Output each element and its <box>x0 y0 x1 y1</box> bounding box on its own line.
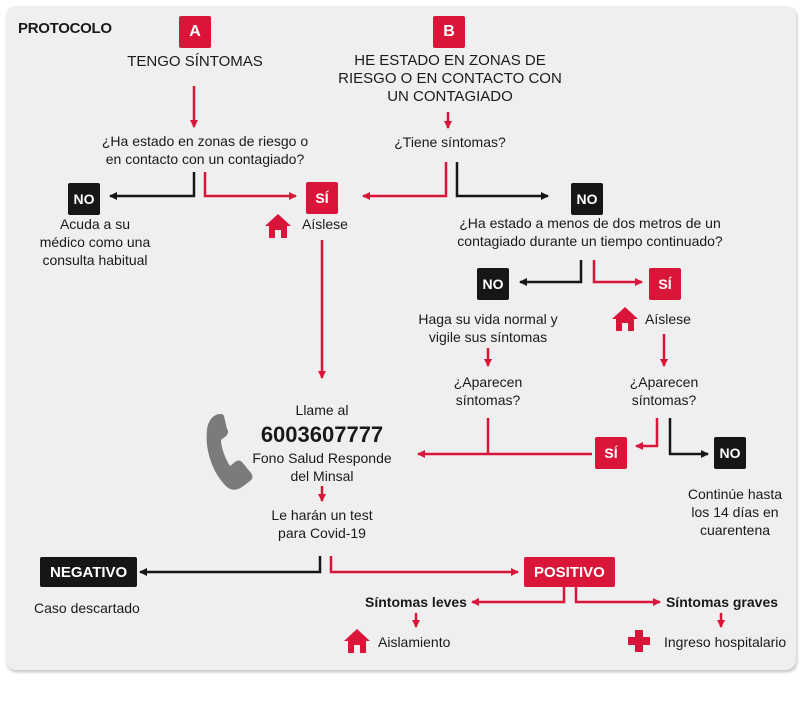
b3-no-line-1: Continúe hasta <box>687 486 783 502</box>
arrow-test-positivo <box>329 556 519 576</box>
b2-no-text: Haga su vida normal y vigile sus síntoma… <box>408 310 568 346</box>
b2-si-text: Aíslese <box>645 311 691 327</box>
b3-si-badge: SÍ <box>595 437 627 469</box>
a-question-line-1: ¿Ha estado en zonas de riesgo o <box>101 133 309 149</box>
b-question-2-line-2: contagiado durante un tiempo continuado? <box>457 233 723 249</box>
house-icon <box>612 307 638 331</box>
b-heading-line-3: UN CONTAGIADO <box>387 88 513 105</box>
b3-no-line-3: cuarentena <box>699 522 771 538</box>
medical-cross-icon <box>628 630 650 652</box>
arrow-a-si <box>203 172 297 200</box>
leves-label: Síntomas leves <box>365 594 467 610</box>
a-si-badge: SÍ <box>306 182 338 214</box>
arrow-b-si <box>362 162 448 200</box>
b-heading-line-2: RIESGO O EN CONTACTO CON <box>338 70 562 87</box>
a-no-line-3: consulta habitual <box>42 252 148 268</box>
b2-no-question-line-2: síntomas? <box>455 392 521 408</box>
b2-no-question: ¿Aparecen síntomas? <box>438 373 538 409</box>
arrow-q2-si <box>592 260 643 286</box>
b-question-2-line-1: ¿Ha estado a menos de dos metros de un <box>459 215 721 231</box>
test-line-2: para Covid-19 <box>278 525 366 541</box>
house-icon <box>265 214 291 238</box>
test-line-1: Le harán un test <box>271 507 373 523</box>
b2-no-badge: NO <box>477 268 509 300</box>
negativo-text: Caso descartado <box>34 600 140 616</box>
b-question-2: ¿Ha estado a menos de dos metros de un c… <box>440 214 740 250</box>
arrow-right-question-no <box>668 418 709 458</box>
b2-si-badge: SÍ <box>649 268 681 300</box>
house-icon <box>344 629 370 653</box>
b3-no-line-2: los 14 días en <box>691 504 779 520</box>
graves-label: Síntomas graves <box>665 594 779 610</box>
positivo-badge: POSITIVO <box>524 557 615 587</box>
negativo-badge: NEGATIVO <box>40 557 138 587</box>
test-text: Le harán un test para Covid-19 <box>262 506 382 542</box>
b-heading-line-1: HE ESTADO EN ZONAS DE <box>354 52 546 69</box>
arrow-right-question-si <box>635 418 659 450</box>
call-line-2b: del Minsal <box>290 468 354 484</box>
ingreso-text: Ingreso hospitalario <box>664 634 787 650</box>
a-no-text: Acuda a su médico como una consulta habi… <box>20 215 170 269</box>
arrow-q2-no <box>519 260 583 286</box>
b-no-badge: NO <box>571 183 603 215</box>
b2-no-line-1: Haga su vida normal y <box>418 311 558 327</box>
a-no-line-2: médico como una <box>39 234 151 250</box>
arrow-positivo-leves <box>471 586 566 606</box>
a-question-line-2: en contacto con un contagiado? <box>105 151 305 167</box>
b2-no-question-line-1: ¿Aparecen <box>453 374 523 390</box>
b-heading: HE ESTADO EN ZONAS DE RIESGO O EN CONTAC… <box>330 52 570 106</box>
call-line-1: Llame al <box>295 402 349 418</box>
b-question: ¿Tiene síntomas? <box>394 134 506 150</box>
b3-no-text: Continúe hasta los 14 días en cuarentena <box>670 485 800 539</box>
a-question: ¿Ha estado en zonas de riesgo o en conta… <box>80 132 330 168</box>
call-line-2: Fono Salud Responde del Minsal <box>240 449 404 485</box>
phone-number: 6003607777 <box>260 422 384 447</box>
arrow-a-no <box>109 172 196 200</box>
badge-b: B <box>433 16 465 48</box>
b3-no-badge: NO <box>714 437 746 469</box>
b2-si-question: ¿Aparecen síntomas? <box>614 373 714 409</box>
aislamiento-text: Aislamiento <box>378 634 451 650</box>
a-no-badge: NO <box>68 183 100 215</box>
b2-no-line-2: vigile sus síntomas <box>428 329 548 345</box>
call-line-2a: Fono Salud Responde <box>252 450 392 466</box>
b2-si-question-line-2: síntomas? <box>631 392 697 408</box>
b2-si-question-line-1: ¿Aparecen <box>629 374 699 390</box>
a-no-line-1: Acuda a su <box>59 216 131 232</box>
phone-icon <box>206 414 253 490</box>
a-si-text: Aíslese <box>302 216 348 232</box>
arrow-b-no <box>455 162 549 200</box>
a-heading: TENGO SÍNTOMAS <box>127 53 263 70</box>
diagram-title: PROTOCOLO <box>18 20 112 37</box>
arrow-test-negativo <box>139 556 322 576</box>
badge-a: A <box>179 16 211 48</box>
arrow-positivo-graves <box>574 586 661 606</box>
